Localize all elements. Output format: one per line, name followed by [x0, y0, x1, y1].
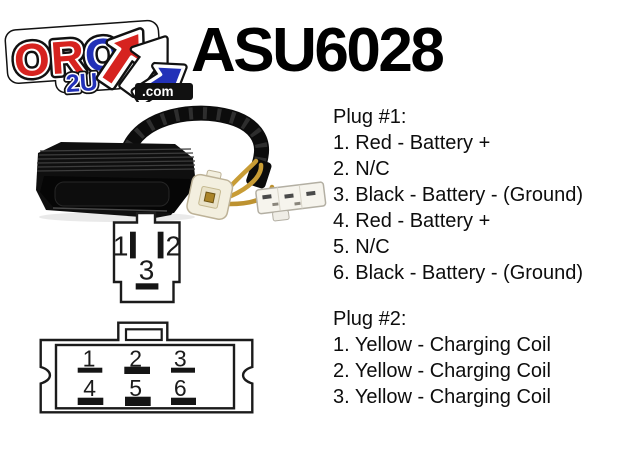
photo-3pin-connector: [186, 169, 234, 221]
product-title: ASU6028: [191, 16, 445, 85]
pin-label-2: 2: [129, 346, 142, 372]
brand-logo: O R O O R O 2U 2U: [4, 2, 204, 102]
regulator-body: [36, 142, 196, 218]
connector-6pin-diagram: 1 2 3 4 5 6: [39, 321, 254, 414]
pin-label-3: 3: [174, 346, 187, 372]
logo-subtext: 2U: [65, 68, 99, 98]
logo-domain: .com: [142, 84, 174, 99]
pin-slot-2: [157, 231, 164, 259]
logo-letter-outline: O: [12, 32, 51, 86]
photo-6pin-connector: [255, 181, 327, 222]
pin-slot-3: [171, 367, 195, 373]
logo-subtext-outline: 2U: [65, 68, 99, 98]
pin-slot-2: [124, 366, 150, 374]
pin-label-1: 1: [83, 346, 96, 372]
plug2-pin-1: 1. Yellow - Charging Coil: [333, 334, 551, 356]
plug1-pin-3: 3. Black - Battery - (Ground): [333, 184, 584, 206]
plug2-heading: Plug #2:: [333, 308, 407, 330]
plug1-pin-4: 4. Red - Battery +: [333, 210, 491, 232]
plug1-pin-1: 1. Red - Battery +: [333, 132, 491, 154]
pin-label-2: 2: [166, 231, 182, 262]
plug1-heading: Plug #1:: [333, 106, 407, 128]
pin-slot-1: [77, 367, 103, 373]
pin-slot-5: [125, 396, 151, 406]
plug2-pin-2: 2. Yellow - Charging Coil: [333, 360, 551, 382]
pin-label-4: 4: [83, 375, 96, 401]
logo-letter-o1: O: [12, 32, 51, 86]
pin-slot-3: [135, 283, 159, 290]
plug1-pin-5: 5. N/C: [333, 236, 390, 258]
pin-slot-6: [171, 397, 196, 405]
logo-domain-plate: [135, 83, 193, 100]
product-photo-regulator-rectifier: [36, 105, 327, 222]
logo-letters: O R O O R O 2U 2U: [8, 23, 127, 102]
pin-label-1: 1: [113, 231, 129, 262]
pin-label-3: 3: [139, 255, 155, 286]
connector-3pin-diagram: 1 2 3: [112, 211, 182, 304]
pin-slot-4: [77, 397, 104, 405]
pin-slot-1: [130, 231, 136, 259]
pin-label-6: 6: [174, 375, 187, 401]
plug2-pin-3: 3. Yellow - Charging Coil: [333, 386, 551, 408]
plug1-pin-6: 6. Black - Battery - (Ground): [333, 262, 584, 284]
plug1-pinout-list: Plug #1: 1. Red - Battery + 2. N/C 3. Bl…: [333, 104, 583, 286]
plug2-pinout-list: Plug #2: 1. Yellow - Charging Coil 2. Ye…: [333, 306, 551, 410]
pin-label-5: 5: [129, 375, 142, 401]
connector-6pin-key-tab: [124, 328, 163, 342]
connector-6pin-inner-frame: [54, 343, 236, 410]
plug1-pin-2: 2. N/C: [333, 158, 390, 180]
logo-letter-r: R: [49, 30, 86, 84]
